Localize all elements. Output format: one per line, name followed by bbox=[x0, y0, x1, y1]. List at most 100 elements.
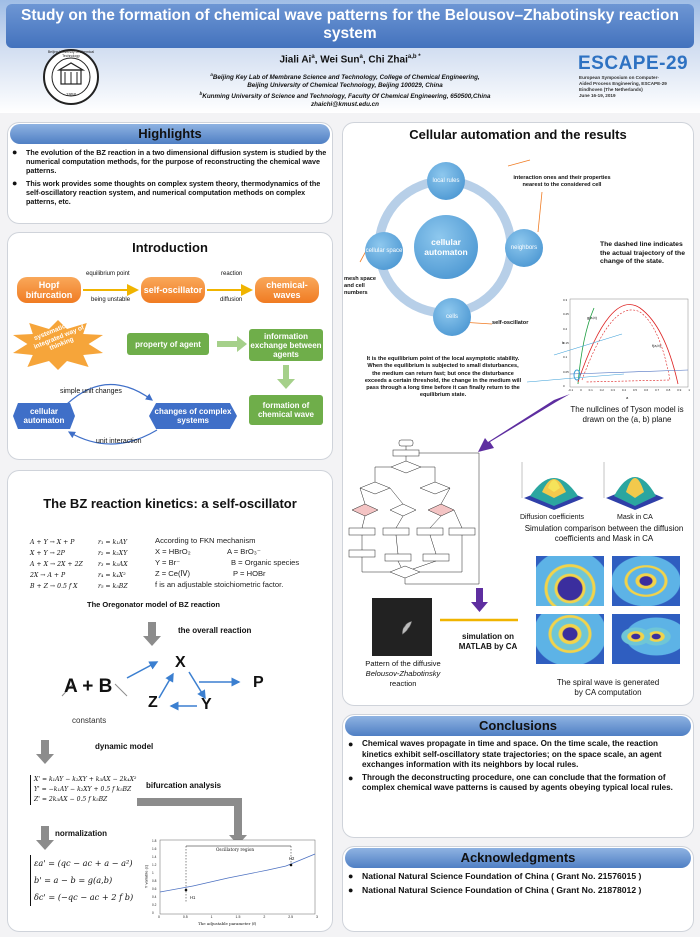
formation-box: formation of chemical wave bbox=[249, 395, 323, 425]
nc-xtick: 0.9 bbox=[677, 388, 682, 392]
mask-svg bbox=[603, 462, 664, 510]
dyn-eq: Y' = −k₁AY − k₂XY + 0.5 f k₅BZ bbox=[34, 786, 132, 793]
info-exchange-box: information exchange between agents bbox=[249, 329, 323, 361]
reaction-label: reaction bbox=[221, 271, 243, 277]
logo-sub-2: Aided Process Engineering, ESCAPE-29 bbox=[579, 81, 667, 86]
university-seal: Beijing University of Chemical Technolog… bbox=[42, 48, 100, 106]
def-row: Y = Br⁻ B = Organic species bbox=[155, 557, 330, 568]
nc-a-label: a bbox=[626, 395, 629, 400]
f-def: f is an adjustable stoichiometric factor… bbox=[155, 580, 284, 589]
spiral-caption: The spiral wave is generated by CA compu… bbox=[528, 678, 688, 698]
nc-xtick: 0.4 bbox=[621, 388, 626, 392]
property-of-agent-box: property of agent bbox=[127, 333, 209, 355]
xtick: 2 bbox=[263, 915, 266, 919]
nullcline-svg bbox=[569, 298, 689, 388]
ack-title: Acknowledgments bbox=[345, 848, 691, 868]
note-equilibrium: It is the equilibrium point of the local… bbox=[364, 356, 522, 399]
affil-a-sup: a bbox=[210, 72, 213, 77]
norm-eq: δc' = (−qc − ac + 2 f b) bbox=[34, 892, 134, 902]
def-x: X = HBrO₂ bbox=[155, 547, 191, 556]
author-zhai: , Chi Zhai bbox=[362, 54, 408, 66]
neighbors-circle: neighbors bbox=[505, 229, 543, 267]
chemical-waves-box: chemical-waves bbox=[255, 277, 319, 303]
nc-ytick: 0.25 bbox=[563, 312, 569, 317]
local-rules-circle: local rules bbox=[427, 162, 465, 200]
sim-matlab-label: simulation on MATLAB by CA bbox=[458, 632, 518, 651]
xtick: 2.5 bbox=[288, 915, 294, 919]
nc-ytick: 0.1 bbox=[563, 355, 568, 360]
author-sun: , Wei Sun bbox=[314, 54, 360, 66]
nc-xtick: 0 bbox=[580, 388, 582, 392]
dynamic-equations: X' = k₁AY − k₂XY + k₃AX − 2k₄X² Y' = −k₁… bbox=[30, 775, 136, 805]
bifurcation-svg bbox=[159, 839, 316, 915]
overall-reaction-label: the overall reaction bbox=[178, 626, 252, 635]
affil-b-text: Kunming University of Science and Techno… bbox=[202, 93, 491, 101]
logo-sub-3: Eindhoven (The Netherlands) bbox=[579, 87, 643, 92]
bz-title: The BZ reaction kinetics: a self-oscilla… bbox=[43, 496, 297, 511]
xtick: 0.5 bbox=[182, 915, 188, 919]
conclusion-item: Through the deconstructing procedure, on… bbox=[348, 773, 688, 794]
ytick: 1.2 bbox=[152, 863, 157, 867]
note-mesh: mesh space and cell numbers bbox=[344, 276, 377, 296]
norm-eq: εa' = (qc − ac + a − a²) bbox=[34, 858, 133, 868]
diffusion-svg bbox=[521, 462, 584, 510]
def-z: Z = Ce(Ⅳ) bbox=[155, 569, 191, 578]
spiral-map-2 bbox=[612, 556, 680, 606]
diff-coef-label: Diffusion coefficients bbox=[520, 514, 584, 521]
author-sup-c: a,b * bbox=[407, 54, 421, 60]
author-sup-a: a bbox=[311, 54, 315, 60]
pattern-caption: Pattern of the diffusive Belousov-Zhabot… bbox=[344, 659, 462, 689]
spiral-map-4 bbox=[612, 614, 680, 664]
intro-title: Introduction bbox=[132, 240, 208, 255]
simple-unit-label: simple unit changes bbox=[60, 388, 122, 395]
xtick: 3 bbox=[316, 915, 318, 919]
def-y: Y = Br⁻ bbox=[155, 558, 181, 567]
ytick: 1.8 bbox=[152, 839, 157, 843]
spiral-map-3 bbox=[536, 614, 604, 664]
spiral-caption-1: The spiral wave is generated bbox=[556, 678, 660, 687]
h1-label: H1 bbox=[190, 895, 196, 900]
nc-xtick: 1 bbox=[688, 388, 690, 392]
seal-year: 1958 bbox=[65, 92, 76, 97]
highlight-item: This work provides some thoughts on comp… bbox=[12, 179, 328, 207]
diffusion-label: diffusion bbox=[220, 297, 243, 303]
affil-a-line1: aBeijing Key Lab of Membrane Science and… bbox=[110, 71, 580, 82]
ytick: 0.2 bbox=[152, 903, 157, 907]
ca-center-circle: cellular automaton bbox=[414, 215, 478, 279]
bz-pattern-image bbox=[372, 598, 432, 656]
pattern-caption-2: Belousov-Zhabotinsky bbox=[365, 669, 441, 678]
xtick: 1.5 bbox=[235, 915, 241, 919]
poster-title: Study on the formation of chemical wave … bbox=[20, 7, 679, 42]
being-unstable-label: being unstable bbox=[91, 297, 131, 303]
dynamic-model-label: dynamic model bbox=[95, 742, 154, 751]
rate-eq: r₅ = k₅BZ bbox=[98, 583, 128, 590]
conclusions-title: Conclusions bbox=[345, 716, 691, 736]
ack-item: National Natural Science Foundation of C… bbox=[348, 871, 688, 882]
changes-box: changes of complex systems bbox=[149, 403, 237, 429]
rate-eq: r₃ = k₃AX bbox=[98, 561, 128, 568]
reaction-eq: X + Y → 2P bbox=[30, 550, 65, 557]
dyn-eq: Z' = 2k₃AX − 0.5 f k₅BZ bbox=[34, 796, 108, 803]
def-row: Z = Ce(Ⅳ)P = HOBr bbox=[155, 568, 330, 579]
ack-item: National Natural Science Foundation of C… bbox=[348, 885, 688, 896]
nc-ytick: 0.2 bbox=[563, 326, 568, 331]
y-label: Y bbox=[201, 696, 212, 713]
ytick: 0 bbox=[152, 911, 154, 915]
nc-xtick: 0.2 bbox=[599, 388, 604, 392]
header-banner: Study on the formation of chemical wave … bbox=[0, 0, 700, 113]
spiral-map-1 bbox=[536, 556, 604, 606]
title-bar bbox=[6, 4, 694, 48]
rate-eq: r₁ = k₁AY bbox=[98, 539, 128, 546]
unit-interaction-label: unit interaction bbox=[96, 438, 142, 445]
nc-ytick: 0.15 bbox=[563, 340, 569, 345]
affiliations: aBeijing Key Lab of Membrane Science and… bbox=[110, 71, 580, 109]
author-line: Jiali Aia, Wei Suna, Chi Zhaia,b * bbox=[150, 54, 550, 65]
spiral-caption-2: by CA computation bbox=[574, 688, 642, 697]
logo-sub-4: June 16-19, 2019 bbox=[579, 93, 616, 98]
reaction-eq: 2X → A + P bbox=[30, 572, 66, 579]
highlight-item: The evolution of the BZ reaction in a tw… bbox=[12, 148, 328, 176]
def-b: B = Organic species bbox=[231, 558, 300, 567]
mask-surface bbox=[600, 458, 670, 514]
ytick: 0.8 bbox=[152, 879, 157, 883]
ytick: 0.4 bbox=[152, 895, 157, 899]
